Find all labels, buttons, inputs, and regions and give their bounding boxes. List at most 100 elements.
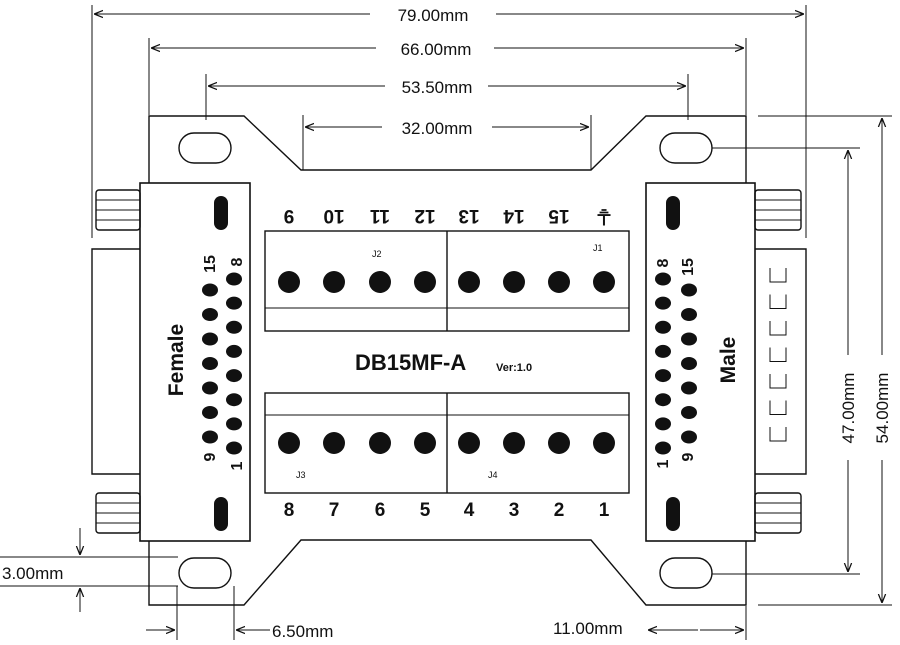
terminal-bottom-label: 5	[420, 500, 431, 521]
connector-pin	[681, 430, 697, 444]
terminal-hole-bottom	[414, 432, 436, 454]
male-peg	[769, 294, 787, 309]
connector-pin	[226, 344, 242, 358]
terminal-bottom-label: 3	[509, 500, 520, 521]
terminal-top-label: 14	[503, 205, 525, 226]
female-connector: Female 15 8 9 1	[91, 182, 251, 542]
connector-pin	[655, 393, 671, 407]
terminal-bottom-label: 2	[554, 500, 565, 521]
connector-pin	[202, 406, 218, 419]
terminal-top-label: 12	[414, 205, 435, 226]
terminal-top-label: 13	[458, 205, 479, 226]
terminal-hole-bottom	[278, 432, 300, 454]
male-num-1: 1	[655, 459, 672, 468]
dim-hole-offset-x: 6.50mm	[146, 586, 333, 641]
terminal-bottom-label: 4	[464, 500, 475, 521]
male-peg	[769, 427, 787, 442]
connector-pin	[681, 283, 697, 297]
connector-pin	[681, 308, 697, 321]
mount-hole-bottom-left	[178, 557, 232, 589]
connector-pin	[681, 357, 697, 370]
dim-overall-width: 79.00mm	[91, 5, 807, 238]
connector-pin	[226, 296, 242, 310]
terminal-hole-top	[548, 271, 570, 293]
terminal-hole-top	[323, 271, 345, 293]
dim-hole-offset-x-label: 6.50mm	[272, 622, 333, 641]
dim-inner-height: 47.00mm	[712, 147, 860, 575]
board-title: DB15MF-A	[355, 350, 466, 375]
connector-pin	[655, 417, 671, 431]
connector-pin	[655, 441, 671, 455]
connector-pin	[202, 283, 218, 297]
male-peg	[769, 321, 787, 336]
board-outline	[148, 115, 747, 606]
dim-right-offset-label: 11.00mm	[553, 619, 623, 638]
female-label: Female	[165, 324, 188, 396]
dim-overall-height-label: 54.00mm	[873, 373, 892, 444]
connector-pin	[226, 393, 242, 407]
female-num-9: 9	[202, 452, 219, 461]
terminal-bottom-label: 7	[329, 500, 340, 521]
dim-right-offset: 11.00mm	[553, 606, 747, 640]
male-slot-top	[666, 196, 680, 230]
terminal-hole-top	[458, 271, 480, 293]
dim-hole-span-label: 53.50mm	[402, 78, 473, 97]
terminal-hole-bottom	[369, 432, 391, 454]
dim-hole-offset-y-label: 3.00mm	[2, 564, 63, 583]
connector-pin	[202, 332, 218, 346]
terminal-hole-top	[503, 271, 525, 293]
mount-hole-top-right	[659, 132, 713, 164]
dim-overall-width-label: 79.00mm	[398, 6, 469, 25]
connector-pin	[655, 344, 671, 358]
male-num-9: 9	[680, 452, 697, 461]
board-version: Ver:1.0	[496, 362, 532, 374]
terminal-bottom-label: 6	[375, 500, 386, 521]
male-label: Male	[717, 337, 740, 384]
female-num-15: 15	[202, 255, 219, 273]
dim-connector-span: 66.00mm	[148, 38, 747, 115]
mount-hole-bottom-right	[659, 557, 713, 589]
terminal-top-label: 15	[548, 205, 570, 226]
terminal-bottom-label: 8	[284, 500, 295, 521]
block-id-j1: J1	[593, 243, 603, 253]
female-slot-top	[214, 196, 228, 230]
connector-pin	[202, 430, 218, 444]
connector-pin	[202, 381, 218, 395]
male-slot-bottom	[666, 497, 680, 531]
male-peg	[769, 347, 787, 362]
male-peg	[769, 400, 787, 415]
terminal-top-label: ⏚	[594, 205, 613, 227]
terminal-hole-bottom	[548, 432, 570, 454]
terminal-hole-bottom	[458, 432, 480, 454]
dim-connector-span-label: 66.00mm	[401, 40, 472, 59]
block-id-j3: J3	[296, 470, 306, 480]
terminal-hole-top	[414, 271, 436, 293]
connector-pin	[655, 320, 671, 334]
terminal-hole-bottom	[323, 432, 345, 454]
connector-pin	[655, 369, 671, 383]
male-pin-row	[769, 268, 787, 442]
female-num-1: 1	[229, 461, 246, 470]
connector-pin	[681, 332, 697, 346]
terminal-top-label: 11	[370, 205, 391, 226]
dim-terminal-span-label: 32.00mm	[402, 119, 473, 138]
dim-terminal-span: 32.00mm	[302, 115, 592, 170]
connector-pin	[226, 320, 242, 334]
terminal-hole-bottom	[593, 432, 615, 454]
male-num-8: 8	[655, 258, 672, 267]
male-num-15: 15	[680, 258, 697, 276]
terminal-hole-top	[593, 271, 615, 293]
block-id-j4: J4	[488, 470, 498, 480]
female-num-8: 8	[229, 257, 246, 266]
terminal-hole-bottom	[503, 432, 525, 454]
terminal-block-top: J2 J1	[264, 230, 630, 332]
connector-pin	[655, 272, 671, 286]
block-id-j2: J2	[372, 249, 382, 259]
terminal-bottom-label: 1	[599, 500, 610, 521]
mount-hole-top-left	[178, 132, 232, 164]
terminal-top-label: 10	[323, 205, 344, 226]
connector-pin	[226, 417, 242, 431]
connector-pin	[226, 441, 242, 455]
connector-pin	[226, 369, 242, 383]
